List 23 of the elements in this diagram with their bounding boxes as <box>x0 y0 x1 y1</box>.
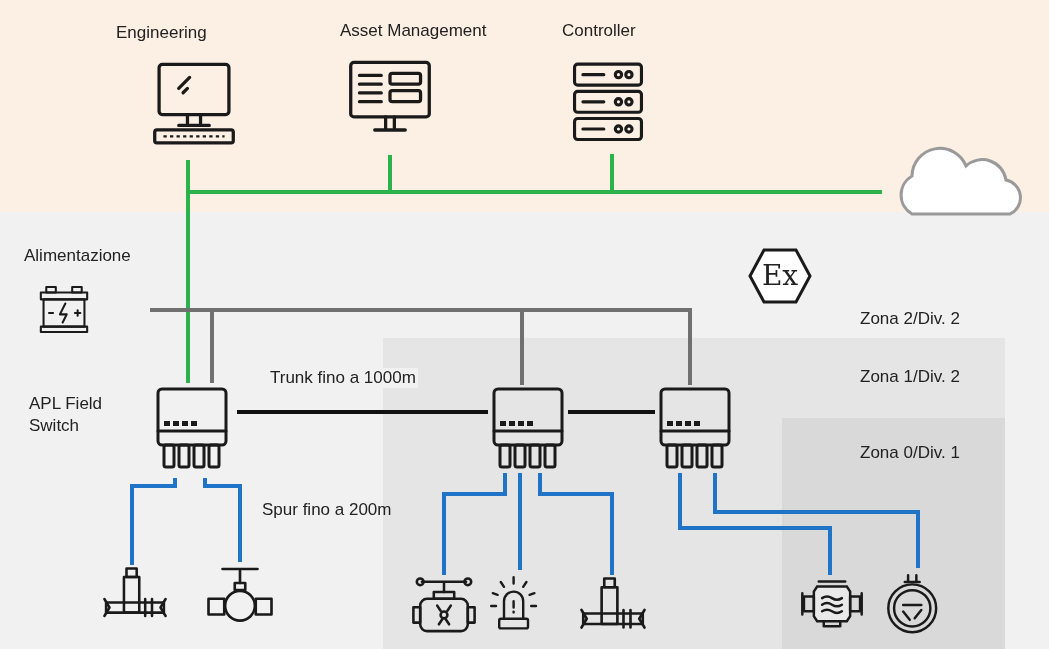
connector-line <box>518 473 522 570</box>
connector-line <box>568 410 655 414</box>
connector-line <box>538 473 614 575</box>
device-label: Alimentazione <box>24 245 131 267</box>
device-label: Asset Management <box>340 20 487 42</box>
connector-line <box>203 478 242 562</box>
connector-line <box>713 473 920 568</box>
device-label: Engineering <box>116 22 207 44</box>
device-label: APL Field Switch <box>29 393 104 437</box>
zone-area <box>0 212 1049 649</box>
connector-line <box>237 410 488 414</box>
zone-area <box>782 418 1005 649</box>
zone-label: Zona 1/Div. 2 <box>860 366 960 388</box>
connector-line <box>130 478 177 565</box>
device-label: Controller <box>562 20 636 42</box>
spur-label: Spur fino a 200m <box>262 500 392 520</box>
connector-line <box>678 473 832 575</box>
edge-label: Trunk fino a 1000m <box>268 368 418 388</box>
connector-line <box>150 308 692 385</box>
connector-line <box>442 473 507 575</box>
zone-label: Zona 2/Div. 2 <box>860 308 960 330</box>
ex-mark: Ex <box>748 248 812 304</box>
zone-label: Zona 0/Div. 1 <box>860 442 960 464</box>
